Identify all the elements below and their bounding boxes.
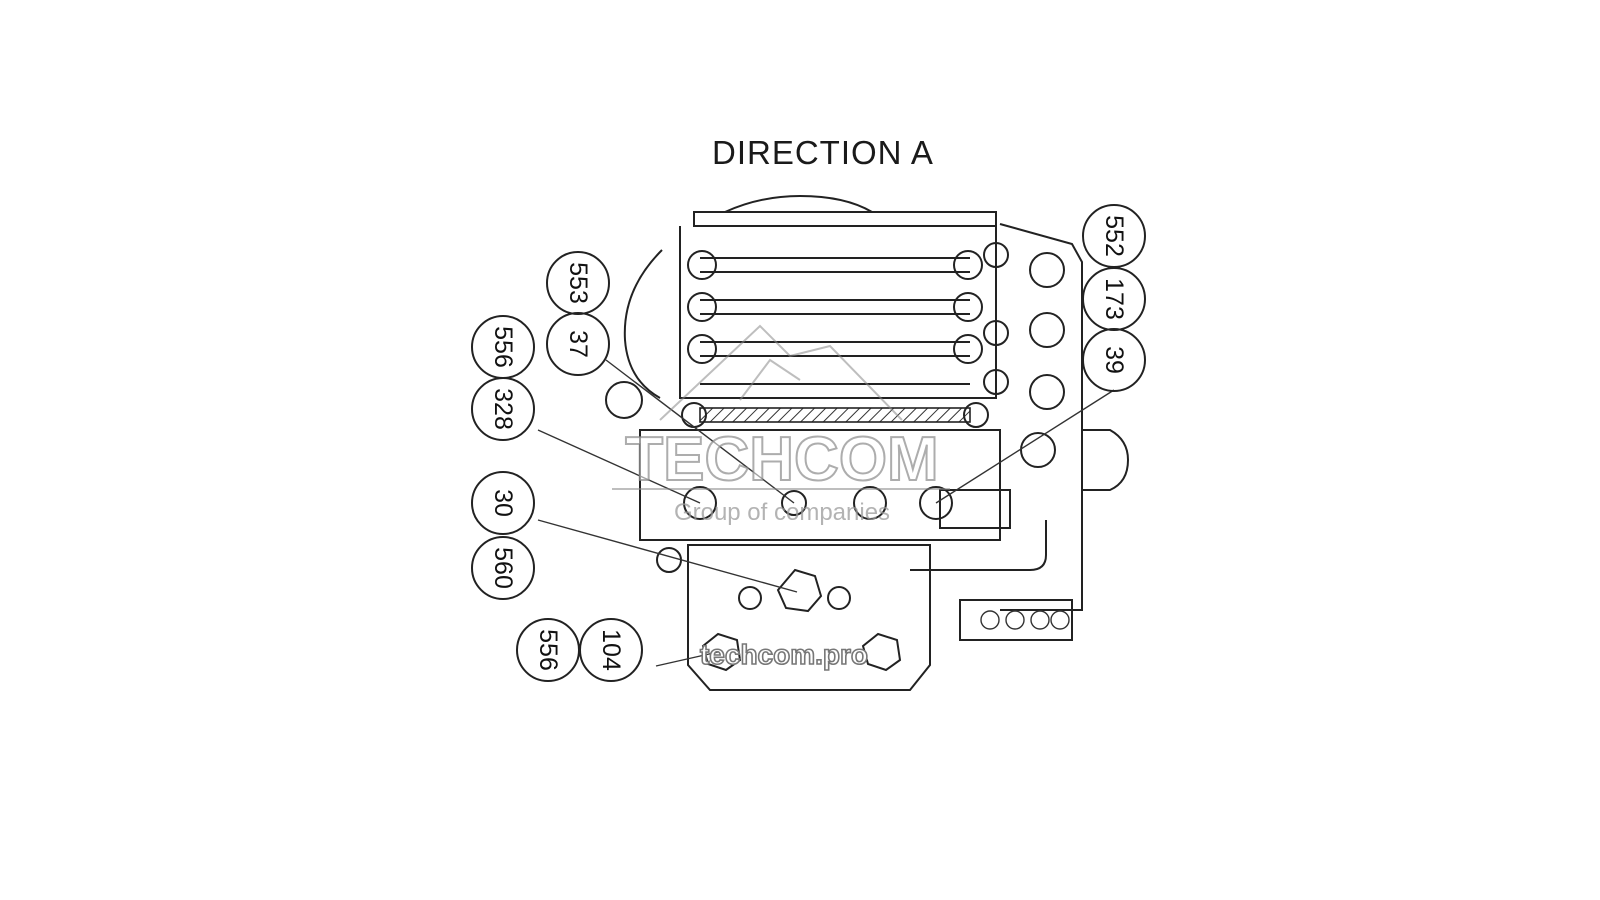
svg-text:37: 37 bbox=[564, 330, 592, 358]
top-plate bbox=[693, 211, 997, 227]
svg-text:39: 39 bbox=[1100, 346, 1128, 374]
watermark: TECHCOM Group of companies techcom.pro bbox=[612, 324, 950, 671]
leader-lines bbox=[537, 359, 1115, 667]
svg-text:104: 104 bbox=[597, 629, 625, 671]
housing-left-bulge bbox=[623, 249, 663, 399]
watermark-mountain-icon bbox=[659, 324, 903, 421]
top-dome bbox=[724, 194, 873, 213]
callout-173: 173 bbox=[1082, 267, 1146, 331]
svg-text:553: 553 bbox=[564, 262, 592, 304]
mounting-plate bbox=[687, 544, 931, 691]
svg-text:552: 552 bbox=[1100, 215, 1128, 257]
leader-39 bbox=[935, 389, 1115, 504]
watermark-peak-icon bbox=[739, 358, 801, 401]
pipe-clamp bbox=[959, 599, 1073, 641]
callout-328: 328 bbox=[471, 377, 535, 441]
gasket-right-bolt bbox=[963, 402, 989, 428]
pipe-line bbox=[910, 520, 1047, 571]
assembly-drawing bbox=[605, 194, 1130, 691]
left-plug bbox=[605, 381, 643, 419]
callout-104: 104 bbox=[579, 618, 643, 682]
watermark-url: techcom.pro bbox=[700, 639, 868, 670]
svg-text:173: 173 bbox=[1100, 278, 1128, 320]
side-bracket bbox=[999, 223, 1083, 611]
leader-104 bbox=[655, 651, 719, 667]
callout-30: 30 bbox=[471, 471, 535, 535]
hex-bolt-center bbox=[776, 568, 823, 613]
watermark-tagline: Group of companies bbox=[674, 499, 890, 526]
side-knob bbox=[1082, 429, 1130, 491]
callout-37: 37 bbox=[546, 312, 610, 376]
callout-39: 39 bbox=[1082, 328, 1146, 392]
callout-560: 560 bbox=[471, 536, 535, 600]
svg-text:556: 556 bbox=[534, 629, 562, 671]
callout-553: 553 bbox=[546, 251, 610, 315]
hex-bolt-lower-right bbox=[861, 632, 902, 672]
svg-text:328: 328 bbox=[489, 388, 517, 430]
svg-text:30: 30 bbox=[489, 489, 517, 517]
svg-text:556: 556 bbox=[489, 326, 517, 368]
callout-556-lower: 556 bbox=[516, 618, 580, 682]
leader-37 bbox=[605, 359, 795, 504]
cooling-fins bbox=[687, 250, 983, 385]
callout-556-upper: 556 bbox=[471, 315, 535, 379]
leader-328 bbox=[537, 429, 701, 504]
callout-552: 552 bbox=[1082, 204, 1146, 268]
housing-body bbox=[679, 226, 997, 399]
leader-30 bbox=[537, 519, 798, 593]
hatched-gasket bbox=[699, 407, 971, 423]
watermark-brand: TECHCOM bbox=[625, 425, 938, 494]
valve-block bbox=[639, 429, 1001, 541]
hex-bolt-lower-left bbox=[701, 632, 742, 672]
diagram-title: DIRECTION A bbox=[712, 134, 934, 171]
svg-text:560: 560 bbox=[489, 547, 517, 589]
